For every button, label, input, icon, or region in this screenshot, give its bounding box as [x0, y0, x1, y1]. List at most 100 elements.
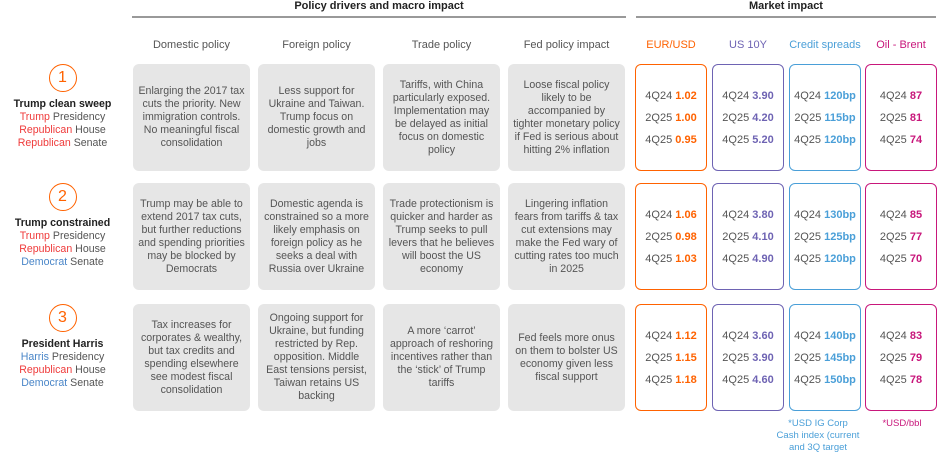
- forecast-quarter: 4Q24: [722, 329, 750, 342]
- forecast-value: 1.12: [675, 329, 697, 342]
- forecast-line: 4Q24 120bp: [794, 85, 856, 107]
- forecast-value: 4.20: [752, 111, 774, 124]
- forecast-line: 2Q25 115bp: [794, 107, 855, 129]
- scenario-control-line: Republican House: [0, 364, 125, 377]
- forecast-quarter: 4Q25: [645, 252, 673, 265]
- forecast-value: 4.90: [752, 252, 774, 265]
- policy-cell: Tariffs, with China particularly exposed…: [383, 64, 500, 171]
- forecast-value: 3.90: [752, 89, 774, 102]
- forecast-line: 4Q25 4.60: [722, 369, 773, 391]
- forecast-value: 115bp: [824, 111, 856, 124]
- column-header-2: Trade policy: [411, 38, 472, 51]
- scenario-title: Trump clean sweep: [13, 98, 112, 110]
- forecast-value: 3.80: [752, 208, 774, 221]
- forecast-quarter: 4Q25: [645, 133, 673, 146]
- forecast-line: 4Q25 74: [880, 129, 922, 151]
- forecast-line: 2Q25 3.90: [722, 347, 773, 369]
- forecast-quarter: 2Q25: [722, 111, 750, 124]
- column-header-1: Foreign policy: [282, 38, 351, 51]
- forecast-line: 4Q25 120bp: [794, 129, 856, 151]
- policy-cell: Domestic agenda is constrained so a more…: [258, 183, 375, 290]
- forecast-quarter: 2Q25: [879, 230, 907, 243]
- forecast-quarter: 4Q24: [879, 89, 907, 102]
- forecast-quarter: 2Q25: [794, 111, 822, 124]
- scenario-control-line: Democrat Senate: [0, 256, 125, 269]
- forecast-quarter: 4Q25: [722, 373, 750, 386]
- forecast-value: 120bp: [824, 252, 856, 265]
- party-name: Democrat: [21, 256, 68, 268]
- forecast-line: 4Q24 3.60: [722, 325, 773, 347]
- divider: [636, 16, 936, 18]
- column-header-0: EUR/USD: [646, 38, 696, 51]
- office-name: Presidency: [52, 111, 106, 123]
- forecast-value: 1.06: [675, 208, 697, 221]
- scenario-control-line: Republican Senate: [0, 137, 125, 150]
- forecast-line: 2Q25 0.98: [645, 226, 696, 248]
- office-name: House: [75, 243, 106, 255]
- forecast-line: 4Q24 140bp: [794, 325, 856, 347]
- policy-cell: Less support for Ukraine and Taiwan. Tru…: [258, 64, 375, 171]
- column-header-0: Domestic policy: [152, 38, 231, 51]
- column-header-1: US 10Y: [729, 38, 767, 51]
- forecast-quarter: 4Q24: [794, 208, 822, 221]
- forecast-value: 145bp: [824, 351, 856, 364]
- forecast-line: 4Q24 87: [880, 85, 922, 107]
- forecast-quarter: 2Q25: [645, 230, 673, 243]
- forecast-line: 4Q25 70: [880, 248, 922, 270]
- forecast-value: 70: [909, 252, 923, 265]
- forecast-line: 4Q24 3.90: [722, 85, 773, 107]
- forecast-line: 2Q25 145bp: [794, 347, 856, 369]
- forecast-quarter: 4Q24: [794, 329, 822, 342]
- party-name: Republican: [19, 364, 73, 376]
- forecast-line: 4Q25 1.03: [645, 248, 696, 270]
- column-header-3: Oil - Brent: [876, 38, 926, 51]
- forecast-quarter: 4Q24: [722, 89, 750, 102]
- scenario-number-badge: 2: [48, 183, 77, 211]
- office-name: Presidency: [52, 230, 106, 242]
- forecast-quarter: 4Q24: [722, 208, 750, 221]
- forecast-quarter: 2Q25: [645, 351, 673, 364]
- forecast-line: 4Q25 150bp: [794, 369, 856, 391]
- forecast-value: 3.60: [752, 329, 774, 342]
- policy-cell: Trump may be able to extend 2017 tax cut…: [133, 183, 250, 290]
- column-header-2: Credit spreads: [789, 38, 861, 51]
- office-name: Senate: [70, 377, 104, 389]
- scenario-control-line: Democrat Senate: [0, 377, 125, 390]
- policy-cell: Trade protectionism is quicker and harde…: [383, 183, 500, 290]
- forecast-line: 2Q25 125bp: [794, 226, 856, 248]
- forecast-quarter: 4Q25: [794, 252, 822, 265]
- forecast-line: 2Q25 1.15: [645, 347, 696, 369]
- forecast-value: 0.98: [675, 230, 697, 243]
- forecast-quarter: 4Q25: [794, 133, 822, 146]
- forecast-line: 4Q24 1.12: [645, 325, 696, 347]
- forecast-value: 150bp: [824, 373, 856, 386]
- forecast-quarter: 2Q25: [879, 111, 907, 124]
- forecast-quarter: 4Q24: [794, 89, 822, 102]
- forecast-value: 74: [909, 133, 923, 146]
- policy-cell: Enlarging the 2017 tax cuts the priority…: [133, 64, 250, 171]
- forecast-quarter: 4Q25: [645, 373, 673, 386]
- forecast-line: 2Q25 4.20: [722, 107, 773, 129]
- scenario-control-line: Republican House: [0, 243, 125, 256]
- forecast-line: 2Q25 81: [880, 107, 922, 129]
- forecast-quarter: 2Q25: [722, 230, 750, 243]
- party-name: Trump: [19, 111, 50, 123]
- scenario-title: Trump constrained: [14, 217, 111, 229]
- office-name: House: [75, 364, 106, 376]
- forecast-line: 4Q25 120bp: [794, 248, 856, 270]
- forecast-quarter: 4Q25: [722, 133, 750, 146]
- policy-cell: Lingering inflation fears from tariffs &…: [508, 183, 625, 290]
- forecast-line: 2Q25 1.00: [645, 107, 696, 129]
- forecast-line: 4Q24 1.06: [645, 204, 696, 226]
- policy-cell: A more ‘carrot’ approach of reshoring in…: [383, 304, 500, 411]
